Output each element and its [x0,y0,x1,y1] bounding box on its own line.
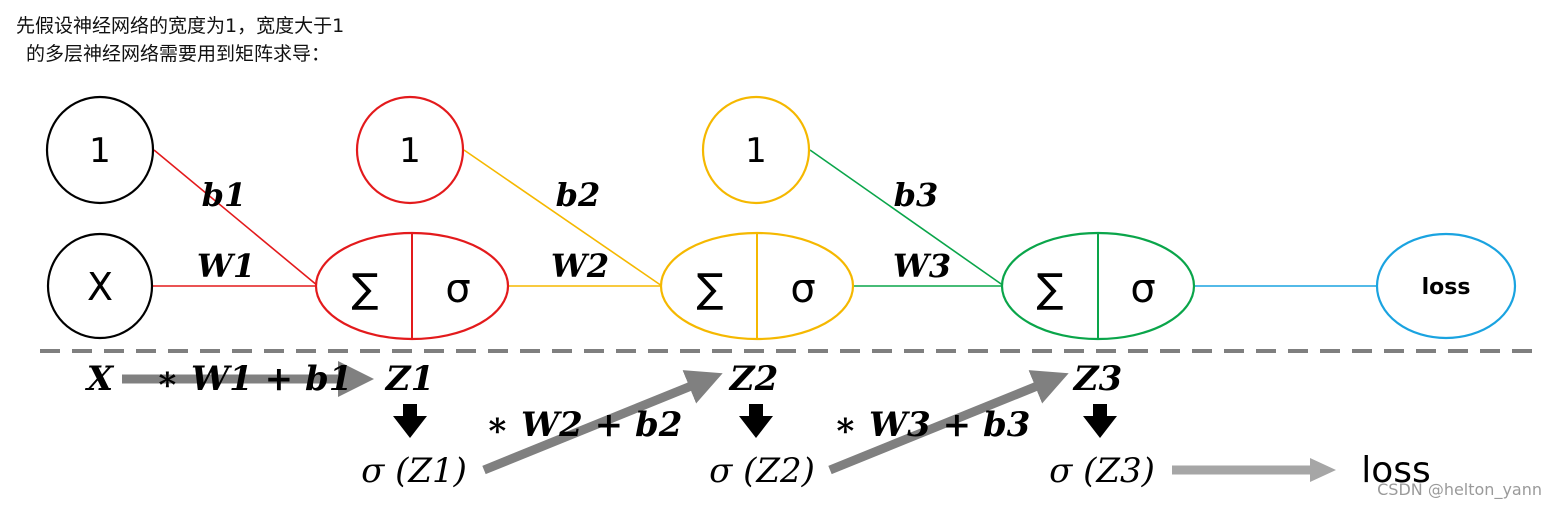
caption-line-1: 先假设神经网络的宽度为1，宽度大于1 [16,15,345,37]
down-arrow-z3 [1083,404,1117,438]
bias-node-3-label: 1 [745,131,767,171]
input-node [46,232,154,340]
edge-label-w2: W2 [551,247,609,285]
edge-bias2-to-neuron2 [463,149,663,287]
down-arrow-z1 [393,404,427,438]
flow-sigma-z3: σ (Z3) [1049,451,1155,491]
neuron-1-sum-symbol: ∑ [352,266,379,312]
caption-line-2: 的多层神经网络需要用到矩阵求导： [26,43,331,65]
watermark: CSDN @helton_yann [1377,480,1542,499]
flow-z2: Z2 [728,359,778,399]
flow-op1: ∗ W1 + b1 [156,359,353,399]
bias-node-1 [45,95,155,205]
down-arrow-z2 [739,404,773,438]
loss-node [1375,232,1517,340]
flow-sigma-z1: σ (Z1) [361,451,467,491]
flow-sigma-z2: σ (Z2) [709,451,815,491]
flow-op3: ∗ W3 + b3 [834,405,1031,445]
flow-z1: Z1 [384,359,434,399]
flow-op2: ∗ W2 + b2 [486,405,683,445]
edge-label-b2: b2 [556,176,601,214]
neuron-1-sigma-symbol: σ [445,266,470,312]
input-node-label: X [87,265,113,309]
flow-x: X [85,359,115,399]
flow-arrow-to-loss-head [1310,458,1336,482]
neuron-3-sum-symbol: ∑ [1037,266,1064,312]
neuron-2-sum-symbol: ∑ [697,266,724,312]
neuron-3-sigma-symbol: σ [1130,266,1155,312]
flow-arrow-sig2-to-z3 [828,370,1069,475]
edge-label-b3: b3 [894,176,939,214]
flow-loss: loss [1361,450,1431,491]
edge-label-b1: b1 [202,176,247,214]
edge-label-w3: W3 [893,247,951,285]
flow-z3: Z3 [1072,359,1122,399]
edge-label-w1: W1 [197,247,255,285]
bias-node-1-label: 1 [89,131,111,171]
edge-bias1-to-neuron1 [153,149,319,287]
bias-node-2 [355,95,465,205]
caption: 先假设神经网络的宽度为1，宽度大于1 的多层神经网络需要用到矩阵求导： [16,12,344,68]
neuron-2-sigma-symbol: σ [790,266,815,312]
bias-node-3 [701,95,811,205]
flow-arrow-sig1-to-z2 [482,370,723,475]
edge-bias3-to-neuron3 [809,149,1005,287]
loss-node-label: loss [1422,275,1471,300]
bias-node-2-label: 1 [399,131,421,171]
